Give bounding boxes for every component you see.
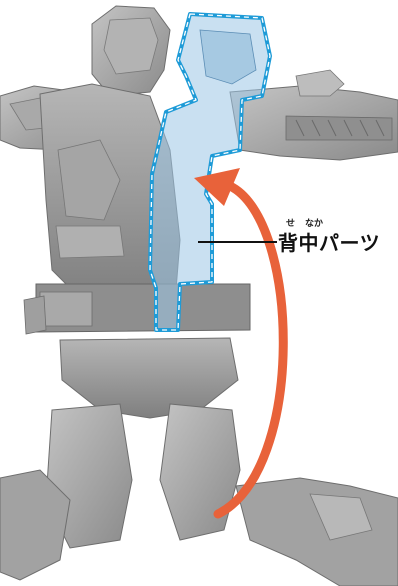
right-arm xyxy=(229,69,398,161)
torso xyxy=(39,83,181,301)
callout-label: 背中パーツ xyxy=(278,231,381,255)
curved-arrow xyxy=(194,168,288,519)
belt xyxy=(23,283,251,335)
callout-ruby-se: せ xyxy=(286,219,296,229)
left-shoulder xyxy=(91,5,171,97)
back-part xyxy=(148,12,272,332)
callout-ruby-naka: なか xyxy=(305,219,324,229)
legs xyxy=(0,337,398,586)
